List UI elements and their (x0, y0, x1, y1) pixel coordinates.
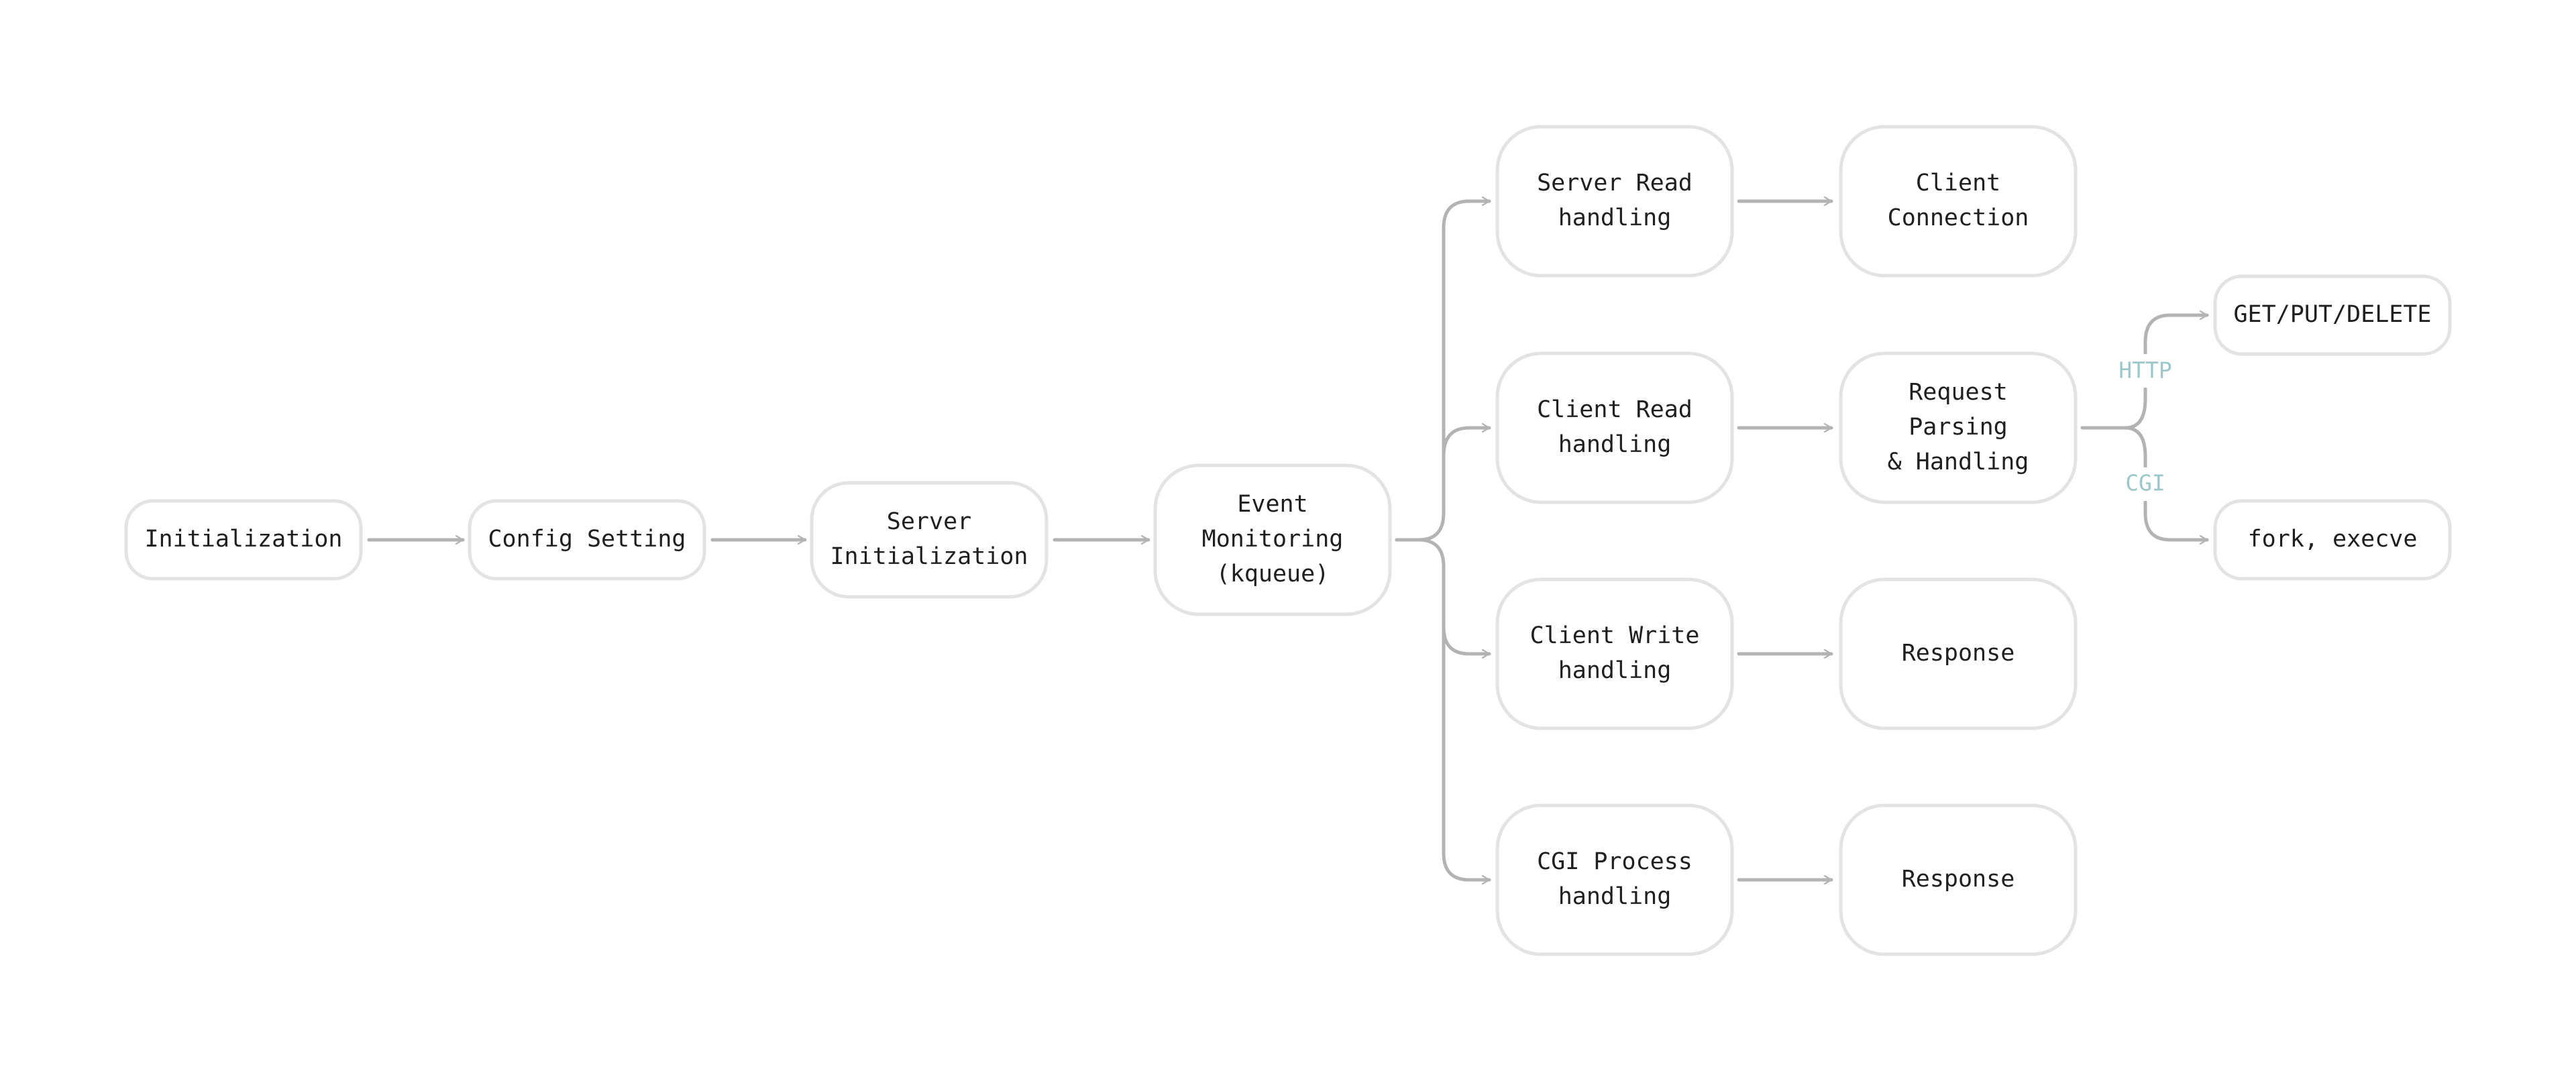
label-line: Event (1237, 491, 1307, 518)
label-line: (kqueue) (1216, 561, 1330, 587)
arrow-event-to-server-read (1395, 201, 1491, 542)
server-read-label: Server Read handling (1537, 170, 1693, 231)
initialization-label: Initialization (144, 526, 342, 553)
label-line: handling (1558, 883, 1672, 910)
config-setting-label: Config Setting (488, 526, 686, 553)
client-write-label: Client Write handling (1530, 622, 1700, 684)
label-line: Parsing (1909, 414, 2008, 441)
node-client-write-handling: Client Write handling (1495, 577, 1734, 730)
node-response-cgi: Response (1839, 803, 2078, 956)
label-line: Config Setting (488, 526, 686, 553)
http-label-bg (2116, 354, 2174, 388)
label-line: Connection (1888, 205, 2029, 231)
node-client-read-handling: Client Read handling (1495, 351, 1734, 504)
node-cgi-process-handling: CGI Process handling (1495, 803, 1734, 956)
label-line: CGI Process (1537, 848, 1693, 875)
node-config-setting: Config Setting (468, 499, 706, 581)
cgi-process-label: CGI Process handling (1537, 848, 1693, 910)
edge-labels: HTTP CGI (2116, 354, 2174, 501)
label-line: Client Write (1530, 622, 1700, 649)
label-line: Client Read (1537, 396, 1693, 423)
node-fork-execve: fork, execve (2213, 499, 2452, 581)
node-server-read-handling: Server Read handling (1495, 125, 1734, 278)
label-line: Client (1916, 170, 2000, 196)
client-read-label: Client Read handling (1537, 396, 1693, 458)
node-response-write: Response (1839, 577, 2078, 730)
response-cgi-label: Response (1902, 866, 2015, 893)
edges (367, 201, 2209, 880)
label-line: handling (1558, 205, 1672, 231)
arrow-event-to-client-read (1442, 428, 1491, 458)
label-line: & Handling (1888, 449, 2029, 475)
label-line: handling (1558, 657, 1672, 684)
cgi-branch-label: CGI (2125, 470, 2165, 496)
label-line: GET/PUT/DELETE (2233, 301, 2431, 328)
arrow-request-to-cgi-branch (2123, 426, 2209, 540)
fork-execve-label: fork, execve (2248, 526, 2418, 553)
get-put-delete-label: GET/PUT/DELETE (2233, 301, 2431, 328)
label-line: Response (1902, 640, 2015, 667)
node-get-put-delete: GET/PUT/DELETE (2213, 274, 2452, 356)
label-line: Server (887, 508, 971, 535)
label-line: handling (1558, 431, 1672, 458)
arrow-event-to-client-write (1395, 538, 1491, 654)
label-line: Request (1909, 379, 2008, 406)
label-line: Server Read (1537, 170, 1693, 196)
label-line: Initialization (144, 526, 342, 553)
label-line: fork, execve (2248, 526, 2418, 553)
http-branch-label: HTTP (2118, 357, 2171, 384)
node-initialization: Initialization (124, 499, 363, 581)
cgi-label-bg (2120, 467, 2171, 501)
label-line: Initialization (830, 543, 1028, 570)
label-line: Response (1902, 866, 2015, 893)
response-write-label: Response (1902, 640, 2015, 667)
arrow-event-to-cgi-process (1442, 625, 1491, 880)
label-line: Monitoring (1202, 526, 1344, 553)
